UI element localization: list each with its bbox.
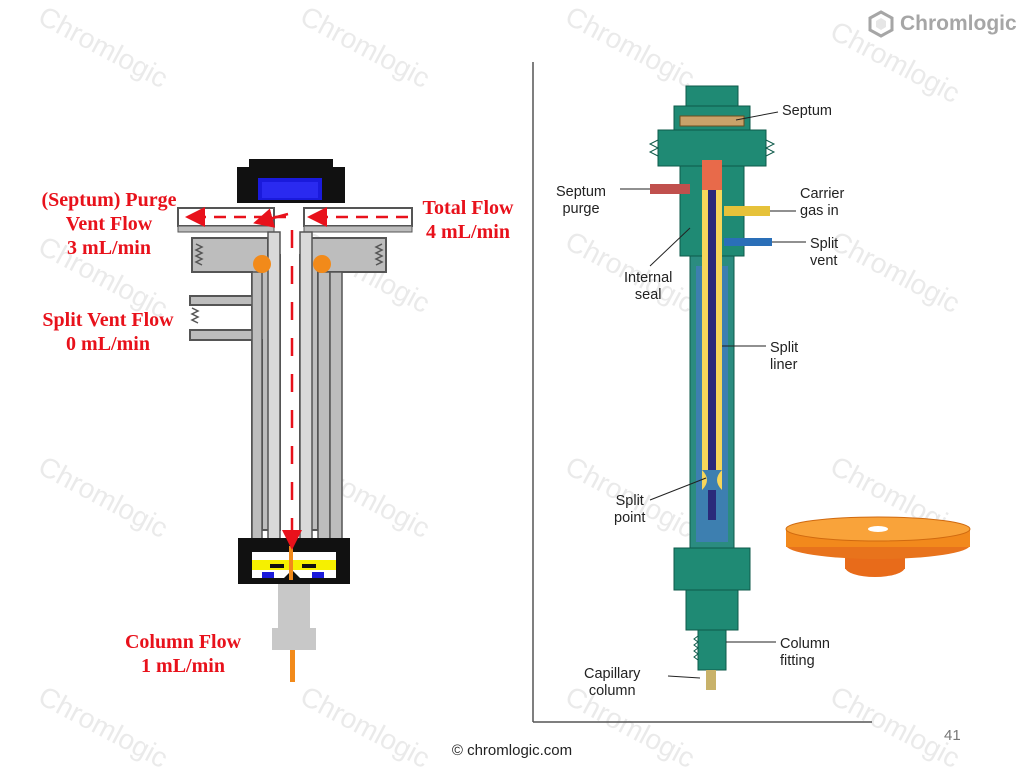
total-flow-label: Total Flow 4 mL/min [422, 197, 514, 243]
o-ring-left [253, 255, 271, 273]
septum-purge-port [650, 184, 690, 194]
bottom-nut [238, 538, 350, 584]
callout-split-vent: Split vent [810, 236, 839, 269]
column-fitting [272, 546, 316, 682]
callout-carrier-gas: Carrier gas in [800, 186, 845, 219]
purge-flow-arrows [185, 207, 289, 228]
septum-disc-image [785, 516, 971, 577]
callout-capillary-column: Capillary column [584, 666, 641, 699]
split-vent-port [724, 238, 772, 246]
callout-internal-seal: Internal seal [624, 270, 673, 303]
copyright-footer: © chromlogic.com [451, 742, 573, 759]
septum-cap [648, 85, 776, 167]
callout-split-point: Split point [614, 493, 646, 526]
o-ring-right [313, 255, 331, 273]
split-inlet-flow-diagram [177, 159, 413, 682]
inlet-body [189, 231, 387, 563]
callout-column-fitting: Column fitting [780, 636, 830, 669]
brand-logo: Chromlogic [868, 10, 1017, 38]
page-number: 41 [944, 727, 961, 744]
split-liner [702, 160, 722, 520]
callout-split-liner: Split liner [770, 340, 799, 373]
carrier-gas-port [724, 206, 770, 216]
callout-septum-purge: Septum purge [556, 184, 606, 217]
purge-and-total-channels [177, 207, 413, 233]
brand-name: Chromlogic [900, 12, 1017, 35]
inlet-cross-section [620, 85, 806, 690]
hexagon-logo-icon [868, 10, 894, 38]
purge-flow-label: (Septum) Purge Vent Flow 3 mL/min [41, 189, 177, 259]
septum-nut [237, 159, 345, 203]
column-flow-label: Column Flow 1 mL/min [124, 631, 242, 677]
column-fitting-assembly [673, 547, 751, 690]
split-vent-flow-label: Split Vent Flow 0 mL/min [42, 309, 174, 355]
callout-septum: Septum [782, 103, 832, 119]
